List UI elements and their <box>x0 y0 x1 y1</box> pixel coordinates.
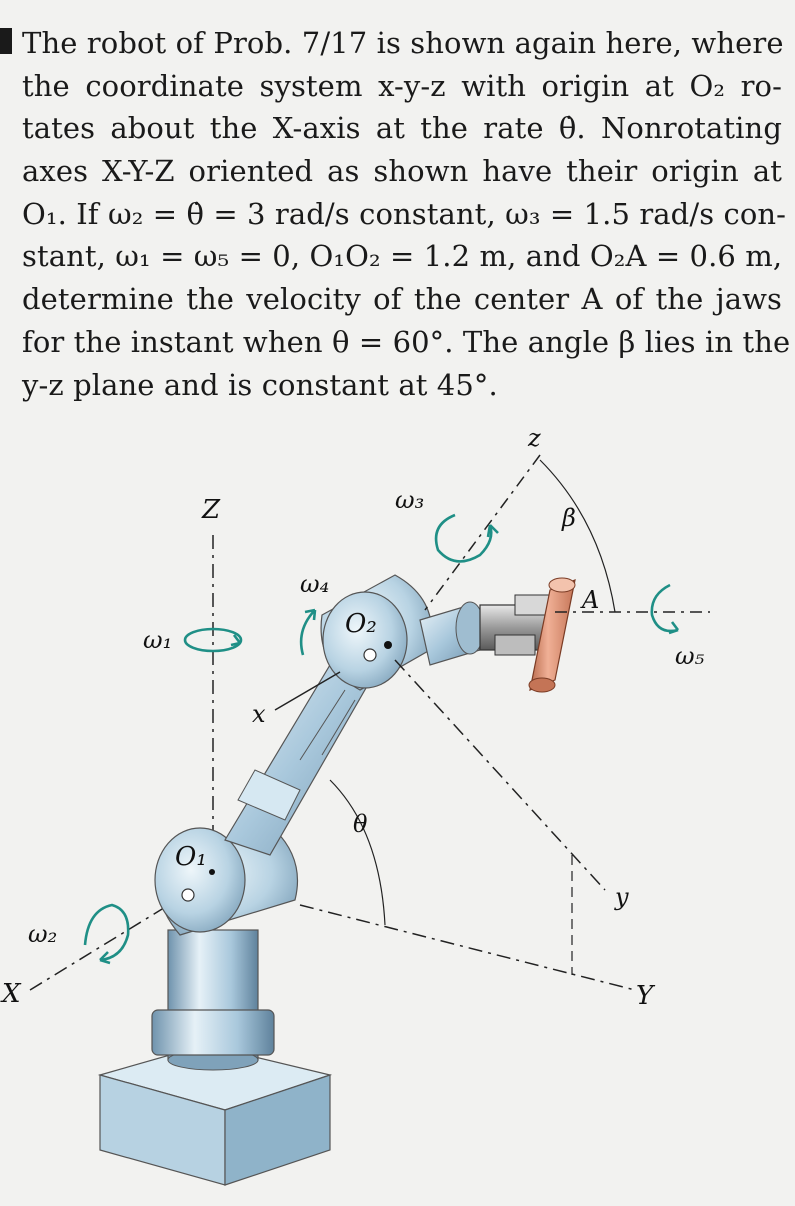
omega4-rotation-icon <box>299 608 317 656</box>
label-x: x <box>252 700 266 728</box>
upper-arm <box>224 639 386 856</box>
label-omega3: ω₃ <box>395 486 424 514</box>
Y-axis <box>299 904 636 991</box>
problem-line: y-z plane and is constant at 45°. <box>22 367 498 402</box>
problem-line: The robot of Prob. 7/17 is shown again h… <box>22 26 784 60</box>
problem-line: stant, ω₁ = ω₅ = 0, O₁O₂ = 1.2 m, and O₂… <box>22 239 783 274</box>
joint-O2 <box>320 574 433 691</box>
label-A: A <box>580 586 599 614</box>
problem-line: determine the velocity of the center A o… <box>22 282 782 317</box>
gripper <box>479 594 556 656</box>
theta-arc <box>329 779 386 926</box>
label-omega1: ω₁ <box>143 626 172 654</box>
label-theta: θ <box>353 810 368 838</box>
problem-line: for the instant when θ = 60°. The angle … <box>22 324 791 359</box>
label-O1: O₁ <box>175 842 207 872</box>
problem-statement: The robot of Prob. 7/17 is shown again h… <box>22 22 791 406</box>
problem-line: tates about the X-axis at the rate θ̇. N… <box>22 111 782 146</box>
omega3-rotation-icon <box>434 513 499 563</box>
label-omega2: ω₂ <box>28 920 57 948</box>
beta-arc <box>539 459 616 613</box>
label-y: y <box>614 883 629 911</box>
joint-O1 <box>154 827 299 936</box>
omega2-rotation-icon <box>83 903 130 965</box>
label-O2: O₂ <box>345 609 377 639</box>
problem-marker <box>0 28 12 54</box>
label-Y: Y <box>636 981 656 1011</box>
x-axis <box>274 671 341 711</box>
y-axis <box>394 659 606 891</box>
robot-figure: Z X Y x y z O₁ O₂ A θ β ω₁ ω₂ ω₃ ω₄ ω₅ <box>0 424 710 1186</box>
problem-line: O₁. If ω₂ = θ̇ = 3 rad/s constant, ω₃ = … <box>22 196 787 231</box>
problem-line: the coordinate system x-y-z with origin … <box>22 68 782 103</box>
label-omega4: ω₄ <box>300 570 329 598</box>
robot-column <box>151 929 275 1071</box>
z-axis <box>424 454 541 611</box>
forearm <box>419 601 485 666</box>
label-Z: Z <box>201 495 221 525</box>
problem-line: axes X-Y-Z oriented as shown have their … <box>22 154 782 189</box>
omega1-rotation-icon <box>183 627 243 653</box>
label-X: X <box>0 979 22 1009</box>
tool-cylinder <box>528 577 576 693</box>
X-axis <box>29 894 186 991</box>
label-omega5: ω₅ <box>675 642 705 670</box>
robot-base <box>97 1044 333 1186</box>
label-beta: β <box>561 504 576 532</box>
omega5-rotation-icon <box>650 583 680 635</box>
label-z: z <box>527 424 541 452</box>
